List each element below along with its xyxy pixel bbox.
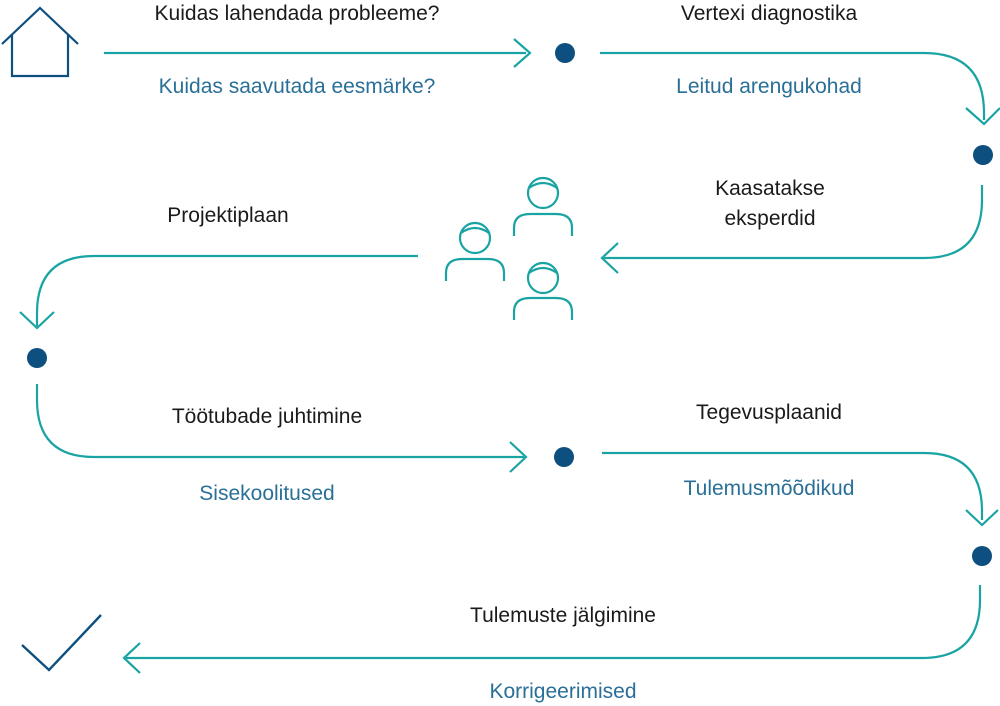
step-node-3 — [27, 348, 47, 368]
step-2-subtitle: Leitud arengukohad — [676, 75, 862, 98]
step-node-4 — [554, 447, 574, 467]
people-group-icon — [444, 176, 574, 320]
house-icon — [1, 6, 79, 78]
step-node-1 — [555, 43, 575, 63]
step-2-title: Vertexi diagnostika — [680, 2, 858, 25]
person-icon-bottom — [512, 261, 574, 320]
flow-arrow-6 — [602, 451, 999, 527]
step-6-subtitle: Tulemusmõõdikud — [683, 477, 855, 500]
step-7-subtitle: Korrigeerimised — [489, 680, 637, 703]
step-node-2 — [973, 145, 993, 165]
step-6-title: Tegevusplaanid — [696, 401, 842, 424]
flow-arrow-5 — [35, 384, 528, 473]
flow-arrow-3 — [600, 185, 984, 274]
step-4-title: Projektiplaan — [167, 204, 289, 227]
step-5-subtitle: Sisekoolitused — [199, 482, 335, 505]
checkmark-icon — [21, 614, 102, 672]
flow-arrow-7 — [122, 585, 982, 674]
flow-arrow-4 — [19, 254, 418, 330]
person-icon-top — [512, 176, 574, 236]
step-1-subtitle: Kuidas saavutada eesmärke? — [158, 75, 436, 98]
flow-arrow-2 — [600, 51, 1000, 126]
step-5-title: Töötubade juhtimine — [171, 405, 363, 428]
step-1-title: Kuidas lahendada probleeme? — [154, 2, 440, 25]
step-3-title-line2: eksperdid — [724, 207, 816, 230]
person-icon-left — [444, 221, 506, 281]
step-node-5 — [972, 546, 992, 566]
step-7-title: Tulemuste jälgimine — [470, 604, 656, 627]
step-3-title-line1: Kaasatakse — [715, 177, 825, 200]
flow-arrow-1 — [104, 38, 532, 68]
